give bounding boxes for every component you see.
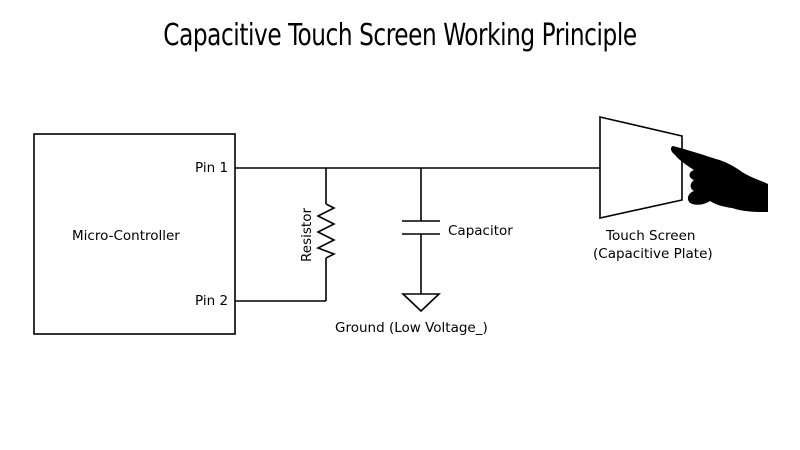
ground-label: Ground (Low Voltage_) (335, 320, 488, 336)
pin2-label: Pin 2 (195, 293, 228, 309)
resistor-label: Resistor (299, 208, 315, 262)
page-title: Capacitive Touch Screen Working Principl… (163, 18, 637, 53)
touch-screen-plate (599, 115, 683, 219)
touch-screen-sublabel: (Capacitive Plate) (593, 246, 713, 262)
microcontroller-label: Micro-Controller (72, 228, 180, 244)
hand-pointing-icon (670, 146, 768, 212)
resistor-icon (316, 203, 336, 259)
ground-symbol-icon (400, 293, 442, 313)
capacitor-label: Capacitor (448, 223, 513, 239)
microcontroller-box (33, 133, 236, 335)
touch-screen-label: Touch Screen (605, 228, 695, 244)
pin1-label: Pin 1 (195, 160, 228, 176)
